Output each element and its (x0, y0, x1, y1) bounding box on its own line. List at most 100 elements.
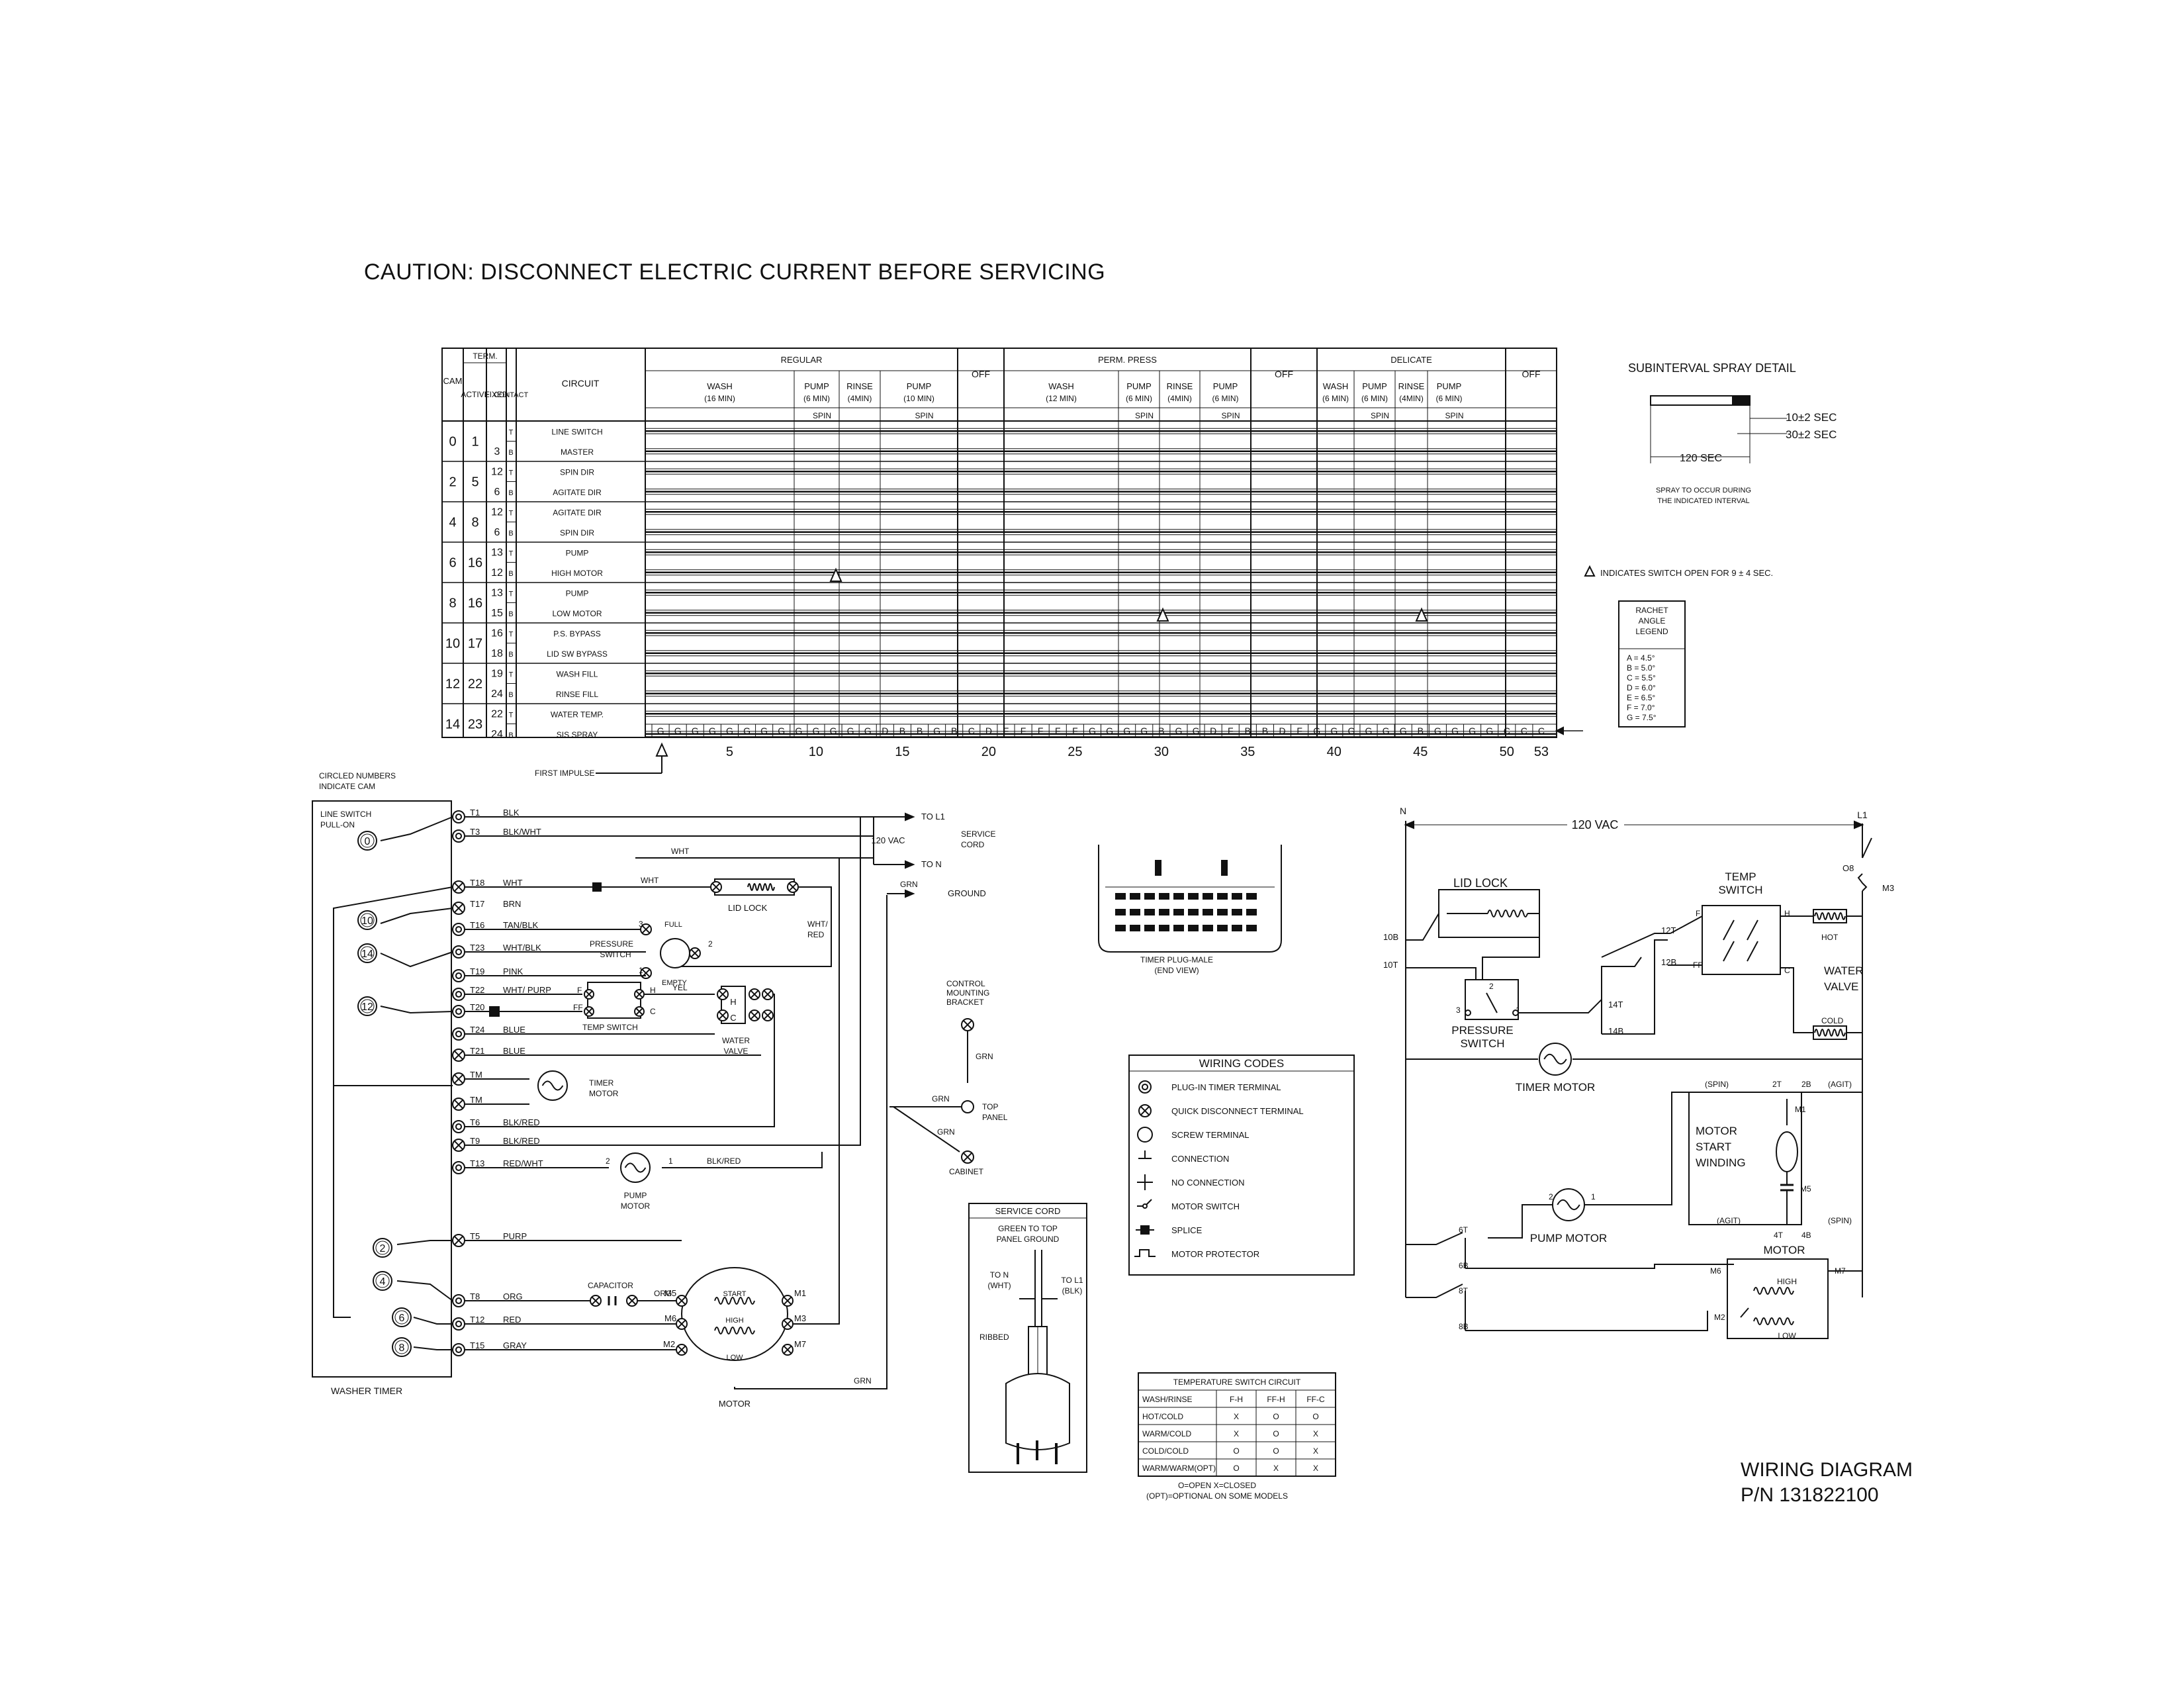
terminal-cross (453, 1140, 464, 1150)
cam-number: 14 (445, 718, 460, 732)
wire-color-label: BLK/RED (503, 1136, 540, 1146)
wire-grn (893, 1106, 960, 1152)
terminal-label: T5 (470, 1231, 480, 1241)
contact-label: 6T (1459, 1225, 1469, 1235)
temp-switch-box (587, 982, 641, 1019)
wire-wht-red (675, 886, 832, 967)
cam-number: 2 (449, 475, 456, 490)
fixed-terminal: 19 (491, 668, 503, 679)
lid-lock-box (714, 878, 795, 896)
ratchet-code: C (1504, 726, 1510, 736)
contact-label: 8T (1459, 1286, 1469, 1295)
l1-label: L1 (1857, 810, 1868, 820)
fixed-terminal: 16 (491, 628, 503, 639)
fixed-terminal: 24 (491, 688, 503, 700)
terminal-label: T15 (470, 1340, 484, 1350)
segment-name: PUMP (1362, 381, 1387, 391)
segment-duration: (16 MIN) (704, 394, 735, 403)
cam-circle-inner (375, 1274, 390, 1288)
timer-plug-outline (1098, 845, 1282, 953)
contact-label: T (509, 469, 514, 477)
pin-label: F (1696, 909, 1700, 918)
terminal-cross (962, 1152, 973, 1162)
water-valve-box (721, 986, 746, 1024)
terminal-cross (641, 925, 651, 934)
contact-label: T (509, 711, 514, 719)
contact-label: B (508, 691, 513, 699)
active-terminal: 22 (468, 677, 482, 692)
cam-switch (380, 816, 453, 841)
active-terminal: 5 (471, 475, 478, 490)
org-label: ORG (654, 1289, 672, 1298)
temp-table-cell: HOT/COLD (1142, 1412, 1183, 1421)
wiring-codes-title: WIRING CODES (1199, 1057, 1284, 1070)
pin-label: 2 (1489, 982, 1494, 991)
ratchet-legend-item: A = 4.5° (1627, 653, 1655, 663)
wire (741, 1152, 823, 1168)
arrowhead (1404, 820, 1414, 829)
cam-number: 12 (445, 677, 460, 692)
timer-motor-label: TIMER (589, 1078, 614, 1088)
contact-label: B (508, 570, 513, 578)
wire-color-label: TAN/BLK (503, 920, 539, 930)
terminal-cross (763, 1011, 772, 1020)
lid-lock-label: LID LOCK (728, 903, 768, 913)
wire-color-label: GRAY (503, 1340, 527, 1350)
ratchet-code: B (917, 726, 923, 736)
segment-name: RINSE (1167, 381, 1193, 391)
wire-color-label: RED (503, 1315, 521, 1325)
fixed-terminal: 13 (491, 587, 503, 598)
terminal-cross (453, 1099, 464, 1109)
interval-number: 10 (809, 745, 823, 759)
screw-terminal (961, 1100, 974, 1113)
plug-pin (1115, 909, 1126, 915)
plug-pin (1232, 893, 1242, 900)
motor-winding (1543, 1053, 1567, 1065)
pressure-empty: EMPTY (662, 979, 688, 987)
circled-note: INDICATE CAM (319, 782, 375, 791)
start-winding-icon (1776, 1131, 1798, 1172)
lid-lock-heater (747, 883, 775, 891)
wire-color-label: WHT (503, 878, 523, 888)
capacitor-label: CAPACITOR (588, 1281, 633, 1290)
interval-number: 35 (1240, 745, 1255, 759)
contact-label: T (509, 428, 514, 436)
active-terminal: 17 (468, 637, 482, 651)
motor-start-label: START (1696, 1141, 1731, 1153)
control-bracket-label: BRACKET (946, 998, 984, 1007)
ratchet-code: G (1486, 726, 1493, 736)
ratchet-code: D (1279, 726, 1285, 736)
grn-label: GRN (932, 1094, 950, 1103)
low-label: LOW (726, 1354, 743, 1362)
ratchet-code: D (882, 726, 888, 736)
splice-icon (1140, 1225, 1150, 1235)
circuit-label: PUMP (566, 588, 589, 598)
ratchet-code: G (743, 726, 751, 736)
motor-protector (1857, 873, 1868, 892)
circuit-label: LID SW BYPASS (547, 649, 608, 659)
temp-table-cell: X (1313, 1464, 1318, 1473)
high-label: HIGH (725, 1317, 744, 1325)
high-winding (714, 1327, 755, 1335)
ratchet-code: F (1297, 726, 1302, 736)
cam-number: 10 (361, 915, 373, 927)
segment-duration: (12 MIN) (1046, 394, 1077, 403)
active-terminal: 8 (471, 516, 478, 530)
spin-label: SPIN (1135, 411, 1154, 420)
terminal-dot (455, 1346, 463, 1354)
pump-motor-label: MOTOR (621, 1201, 651, 1211)
motor-protector-symbol (1134, 1249, 1156, 1257)
terminal-label: T3 (470, 827, 480, 837)
terminal-label: T12 (470, 1315, 484, 1325)
pin-label: F (577, 986, 582, 995)
temp-table-cell: X (1234, 1429, 1239, 1438)
ratchet-code: B (1262, 726, 1268, 736)
cycle-off: OFF (1275, 369, 1293, 379)
segment-name: PUMP (1437, 381, 1462, 391)
plug-pin (1232, 909, 1242, 915)
service-cord-title: SERVICE CORD (995, 1206, 1061, 1216)
segment-duration: (6 MIN) (803, 394, 830, 403)
terminal-cross (962, 1019, 973, 1030)
m-label: M6 (1710, 1266, 1721, 1276)
